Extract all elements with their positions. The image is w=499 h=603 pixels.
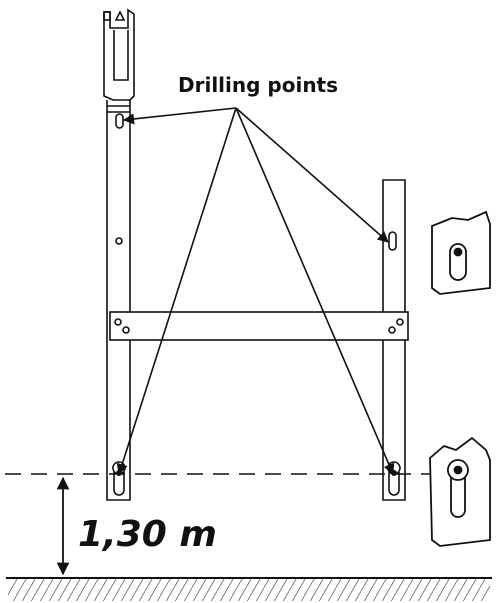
crossbar [109, 311, 409, 341]
detail-keyhole [429, 436, 491, 547]
drilling-points-label: Drilling points [178, 73, 338, 97]
arrow-left-top [122, 107, 237, 125]
arrow-right-top [235, 107, 389, 243]
floor [6, 577, 492, 601]
height-label: 1,30 m [78, 514, 217, 555]
arrow-left-bottom [116, 107, 237, 476]
arrow-right-bottom [235, 107, 395, 476]
left-bracket [103, 8, 135, 501]
detail-upper-hole [431, 210, 491, 295]
callout-arrows [116, 107, 395, 476]
